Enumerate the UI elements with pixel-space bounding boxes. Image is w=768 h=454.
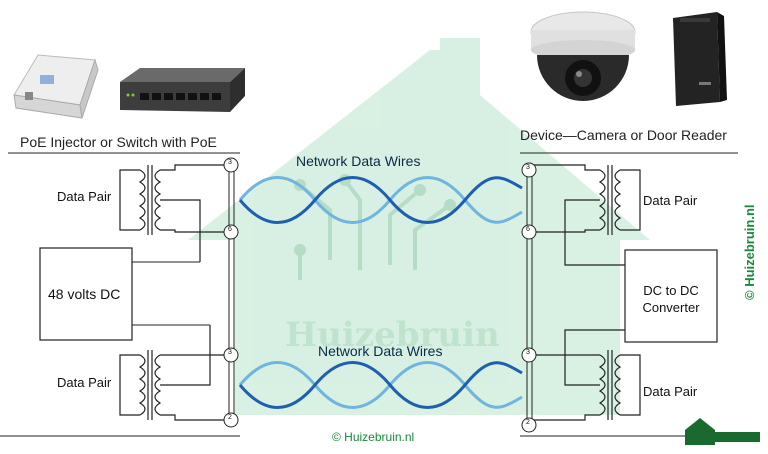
door-reader-icon	[673, 12, 727, 106]
pin-label: 2	[526, 419, 530, 426]
left-equipment-caption: PoE Injector or Switch with PoE	[20, 134, 217, 150]
house-watermark	[188, 38, 650, 415]
pin-label: 3	[228, 349, 232, 356]
network-switch-icon	[120, 68, 245, 112]
twisted-pair-bottom	[238, 361, 523, 409]
left-transformer-bottom	[119, 325, 226, 421]
dome-camera-icon	[530, 11, 636, 101]
poe-injector-icon	[13, 54, 99, 119]
converter-box	[624, 249, 718, 343]
power-supply-box	[39, 247, 133, 341]
pin-connectors	[223, 157, 537, 433]
right-data-pair-top: Data Pair	[643, 193, 698, 208]
watermark-brand: Huizebruin	[285, 315, 500, 355]
wires-label-bottom: Network Data Wires	[318, 343, 443, 359]
right-transformer-bottom	[534, 329, 641, 421]
right-equipment-caption: Device—Camera or Door Reader	[520, 127, 727, 143]
bottom-copyright: © Huizebruin.nl	[332, 430, 415, 444]
power-supply-label: 48 volts DC	[48, 286, 121, 302]
pin-label: 6	[228, 226, 232, 233]
pin-label: 3	[228, 159, 232, 166]
pin-label: 6	[526, 226, 530, 233]
twisted-pair-top	[238, 176, 523, 224]
right-transformer-top	[534, 164, 641, 266]
vertical-copyright: © Huizebruin.nl	[742, 204, 757, 300]
left-transformer-top	[119, 164, 226, 262]
pin-label: 3	[526, 349, 530, 356]
house-logo-icon	[685, 418, 760, 445]
right-data-pair-bottom: Data Pair	[643, 384, 698, 399]
pin-label: 2	[228, 414, 232, 421]
converter-label-line2: Converter	[642, 300, 700, 315]
converter-label-line1: DC to DC	[643, 283, 699, 298]
wires-label-top: Network Data Wires	[296, 153, 421, 169]
left-data-pair-bottom: Data Pair	[57, 375, 112, 390]
left-data-pair-top: Data Pair	[57, 189, 112, 204]
pin-label: 3	[526, 164, 530, 171]
